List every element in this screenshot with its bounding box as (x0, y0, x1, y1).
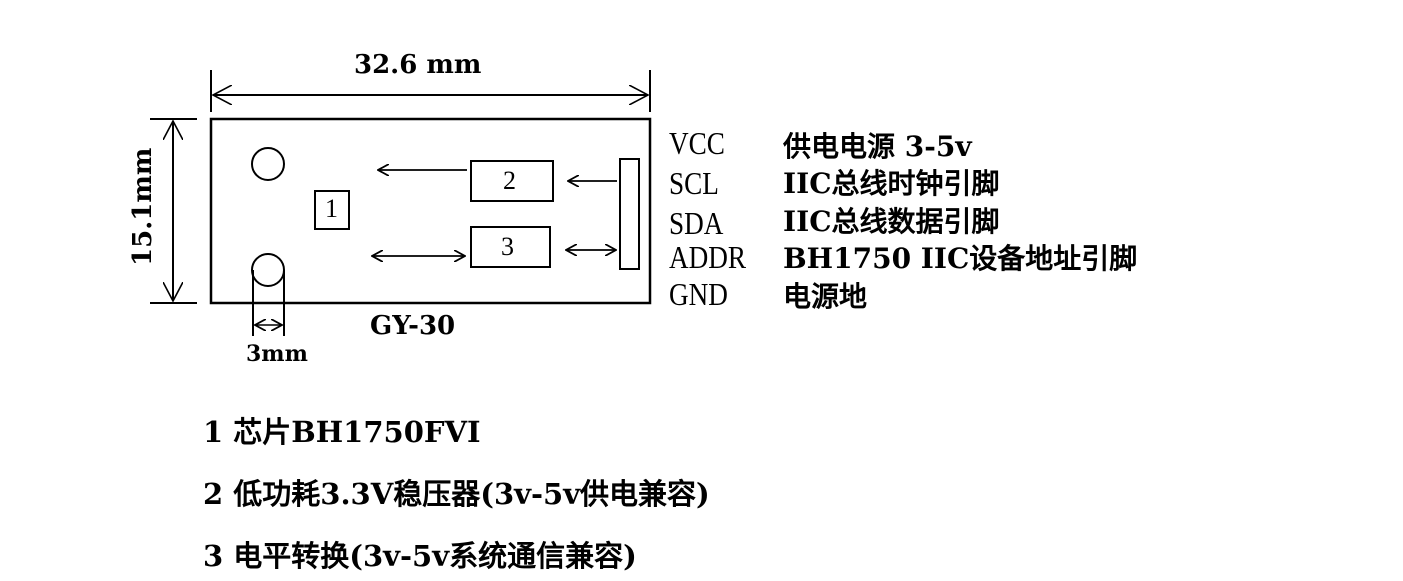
board-name-label: GY-30 (370, 311, 456, 341)
pin-desc-scl: IIC总线时钟引脚 (783, 167, 1000, 200)
pin-header (619, 158, 640, 270)
pin-name-gnd: GND (669, 276, 728, 312)
regulator-number: 2 (503, 166, 516, 195)
note-level-shifter: 3 电平转换(3v-5v系统通信兼容) (203, 539, 637, 573)
board-outline (209, 117, 652, 305)
chip-box (314, 190, 350, 230)
chip-number: 1 (325, 194, 338, 223)
note-chip: 1 芯片BH1750FVI (203, 415, 481, 449)
level-shifter-box (470, 226, 551, 268)
regulator-box (470, 160, 554, 202)
note-regulator: 2 低功耗3.3V稳压器(3v-5v供电兼容) (203, 477, 710, 511)
height-dimension-label: 15.1mm (128, 147, 158, 266)
pin-name-scl: SCL (669, 165, 719, 201)
pin-name-sda: SDA (669, 205, 724, 241)
mounting-hole-bottom (251, 253, 285, 287)
level-shifter-number: 3 (501, 232, 514, 261)
width-dimension-label: 32.6 mm (354, 50, 482, 80)
pin-desc-sda: IIC总线数据引脚 (783, 205, 1000, 238)
pin-desc-gnd: 电源地 (783, 280, 868, 313)
pin-name-vcc: VCC (669, 125, 725, 161)
pin-name-addr: ADDR (669, 239, 747, 275)
mounting-hole-top (251, 147, 285, 181)
pin-desc-addr: BH1750 IIC设备地址引脚 (783, 242, 1138, 275)
pin-desc-vcc: 供电电源 3-5v (783, 130, 972, 163)
hole-dimension-label: 3mm (246, 341, 308, 367)
